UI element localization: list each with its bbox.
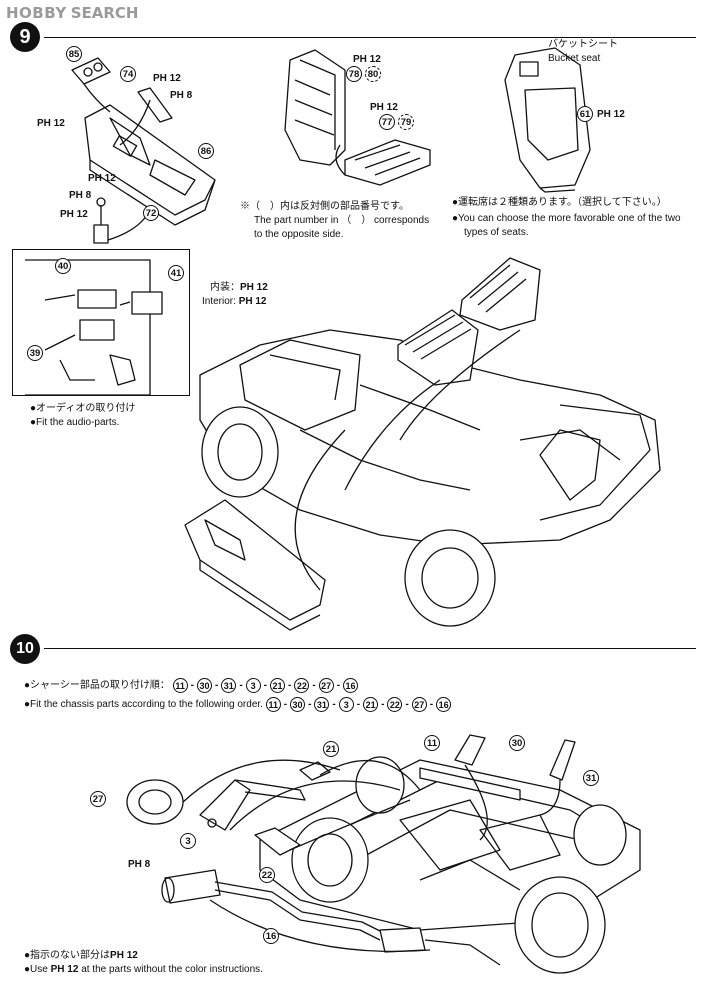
callout-79: 79	[398, 114, 414, 130]
no-color-note-en-code: PH 12	[50, 964, 79, 975]
seq-jp-2: 30	[196, 678, 212, 693]
seq-jp-6: 22	[294, 678, 310, 693]
paint-code-shifter-top: PH 12	[88, 173, 116, 184]
audio-note-jp: ●オーディオの取り付け	[30, 403, 136, 414]
callout-86: 86	[198, 143, 214, 159]
watermark: HOBBY SEARCH	[6, 4, 139, 22]
seq-en-5: 21	[363, 697, 379, 712]
no-color-note-en-pre: ●Use	[24, 964, 48, 975]
no-color-note-jp-text: ●指示のない部分は	[24, 950, 111, 961]
paint-code-shifter-mid: PH 8	[69, 190, 92, 201]
callout-3: 3	[180, 833, 196, 849]
seq-en-3: 31	[314, 697, 330, 712]
paint-code-interior-jp: PH 12	[240, 282, 268, 293]
bucket-seat-en: Bucket seat	[548, 53, 601, 64]
seq-en-7: 27	[411, 697, 427, 712]
paint-code-lever-top: PH 12	[153, 73, 181, 84]
audio-inset-frame	[12, 249, 190, 396]
callout-74: 74	[120, 66, 136, 82]
callout-16: 16	[263, 928, 279, 944]
watermark-logo: HOBBY	[6, 4, 67, 22]
paint-code-shifter-bottom: PH 12	[60, 209, 88, 220]
step-9-rule	[44, 37, 696, 38]
interior-label-jp: 内装：PH 12	[210, 281, 268, 295]
watermark-site: SEARCH	[70, 4, 139, 22]
chassis-sequence-en: 11- 30- 31- 3- 21- 22- 27- 16	[265, 697, 452, 712]
seq-jp-5: 21	[270, 678, 285, 693]
callout-80: 80	[365, 66, 381, 82]
callout-11: 11	[424, 735, 440, 751]
paint-code-bucket: PH 12	[597, 109, 625, 120]
seq-jp-8: 16	[343, 678, 359, 693]
opposite-side-note-en-2: to the opposite side.	[254, 229, 344, 240]
seq-en-2: 30	[290, 697, 306, 712]
callout-30: 30	[509, 735, 525, 751]
opposite-side-note-jp: ※（ ）内は反対側の部品番号です。	[240, 201, 409, 212]
interior-label-en: Interior: PH 12	[202, 295, 266, 309]
callout-39: 39	[27, 345, 43, 361]
seat-choice-en-1: ●You can choose the more favorable one o…	[452, 213, 681, 224]
seq-jp-4: 3	[245, 678, 261, 693]
step-10-number: 10	[10, 634, 40, 664]
paint-code-muffler: PH 8	[128, 859, 151, 870]
callout-78: 78	[346, 66, 362, 82]
seq-jp-7: 27	[318, 678, 334, 693]
interior-label-jp-text: 内装：	[210, 282, 240, 293]
callout-41: 41	[168, 265, 184, 281]
callout-31: 31	[583, 770, 599, 786]
step-10-rule	[44, 648, 696, 649]
paint-code-lever-second: PH 8	[170, 90, 193, 101]
bucket-seat-jp: バケットシート	[548, 39, 618, 50]
audio-note-en: ●Fit the audio-parts.	[30, 417, 120, 428]
chassis-order-en-text: ●Fit the chassis parts according to the …	[24, 699, 263, 711]
chassis-order-jp-text: ●シャーシー部品の取り付け順：	[24, 680, 170, 692]
seq-en-4: 3	[338, 697, 354, 712]
seat-choice-jp: ●運転席は２種類あります。（選択して下さい。）	[452, 197, 667, 208]
no-color-note-en-post: at the parts without the color instructi…	[81, 964, 263, 975]
chassis-order-jp: ●シャーシー部品の取り付け順： 11- 30- 31- 3- 21- 22- 2…	[24, 678, 359, 693]
paint-code-seat-top: PH 12	[353, 54, 381, 65]
chassis-sequence-jp: 11- 30- 31- 3- 21- 22- 27- 16	[172, 678, 359, 693]
callout-72: 72	[143, 205, 159, 221]
no-color-note-en: ●Use PH 12 at the parts without the colo…	[24, 963, 263, 977]
interior-label-en-text: Interior:	[202, 296, 236, 307]
seat-choice-en-2: types of seats.	[464, 227, 529, 238]
callout-85: 85	[66, 46, 82, 62]
paint-code-interior-en: PH 12	[238, 296, 267, 307]
seq-en-8: 16	[436, 697, 452, 712]
seq-en-6: 22	[387, 697, 403, 712]
chassis-order-en: ●Fit the chassis parts according to the …	[24, 697, 452, 712]
seq-en-1: 11	[265, 697, 281, 712]
paint-code-console-left: PH 12	[37, 118, 65, 129]
seq-jp-1: 11	[172, 678, 188, 693]
no-color-note-jp-code: PH 12	[110, 950, 138, 961]
paint-code-seat-bottom: PH 12	[370, 102, 398, 113]
no-color-note-jp: ●指示のない部分はPH 12	[24, 949, 138, 963]
callout-21: 21	[323, 741, 339, 757]
seq-jp-3: 31	[221, 678, 237, 693]
callout-61: 61	[577, 106, 593, 122]
opposite-side-note-en-1: The part number in （ ） corresponds	[254, 215, 430, 226]
callout-77: 77	[379, 114, 395, 130]
callout-27: 27	[90, 791, 106, 807]
callout-40: 40	[55, 258, 71, 274]
step-9-number: 9	[10, 22, 40, 52]
callout-22: 22	[259, 867, 275, 883]
